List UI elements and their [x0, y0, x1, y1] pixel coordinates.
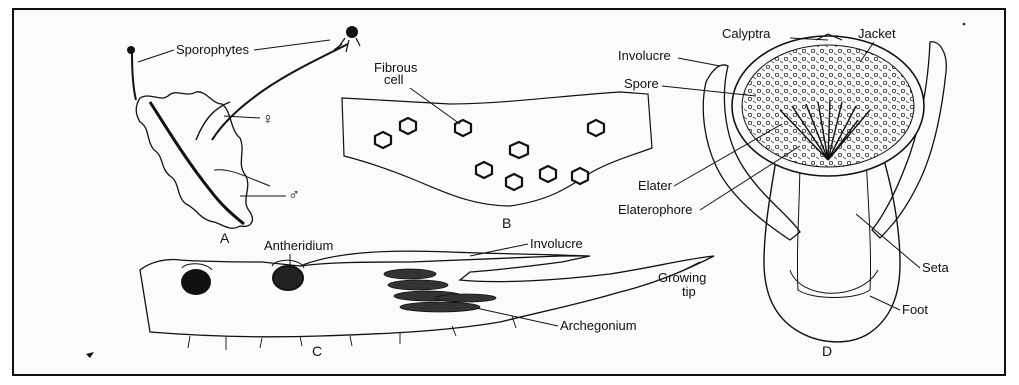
male-symbol: ♂ — [288, 187, 300, 204]
sporophyte-capsule-small — [127, 46, 135, 54]
panel-d-sporophyte-section: Calyptra Jacket Involucre Spore Elater E… — [618, 26, 950, 359]
elaterophore-label: Elaterophore — [618, 202, 692, 217]
foot-outline — [790, 270, 878, 293]
thallus-midrib — [150, 102, 244, 224]
involucre-c-label: Involucre — [530, 236, 583, 251]
panel-c-thallus-section: Antheridium Involucre Growing tip Archeg… — [140, 236, 714, 359]
panel-c-letter: C — [312, 343, 322, 359]
antheridium-2 — [273, 266, 303, 290]
antheridium-1 — [181, 269, 211, 295]
calyptra-label: Calyptra — [722, 26, 771, 41]
speck-bottom-left — [86, 352, 94, 358]
tissue-outline — [342, 92, 652, 206]
spore-label: Spore — [624, 76, 659, 91]
sporophytes-label: Sporophytes — [176, 42, 249, 57]
fibrous-cells — [375, 118, 604, 190]
antheridium-label: Antheridium — [264, 238, 333, 253]
female-symbol: ♀ — [262, 111, 274, 128]
panel-b-letter: B — [502, 215, 511, 231]
seta-label: Seta — [922, 260, 950, 275]
fibrous-cell-pointer — [410, 88, 460, 124]
rhizoids — [188, 316, 516, 350]
involucre-d-label: Involucre — [618, 48, 671, 63]
panel-a-thallus-illustration: Sporophytes ♀ ♂ A — [127, 26, 360, 246]
elaterophore-pointer — [700, 146, 800, 210]
sporophyte-stalk-short — [132, 52, 136, 100]
jacket-label: Jacket — [858, 26, 896, 41]
involucre-d-pointer — [678, 58, 720, 66]
archegonium-label: Archegonium — [560, 318, 637, 333]
elater-label: Elater — [638, 178, 673, 193]
panel-b-tissue-section: Fibrous cell B — [342, 60, 652, 231]
speck-top-right — [963, 23, 966, 26]
seta-region — [797, 156, 870, 298]
panel-a-letter: A — [220, 230, 230, 246]
capsule-foot-body — [764, 160, 900, 342]
growing-tip-label-line2: tip — [682, 284, 696, 299]
archegonia-group — [384, 269, 496, 312]
fibrous-cell-label-line2: cell — [384, 72, 404, 87]
growing-tip-label-line1: Growing — [658, 270, 706, 285]
foot-label: Foot — [902, 302, 928, 317]
panel-d-letter: D — [822, 343, 832, 359]
seta-pointer — [856, 214, 920, 268]
